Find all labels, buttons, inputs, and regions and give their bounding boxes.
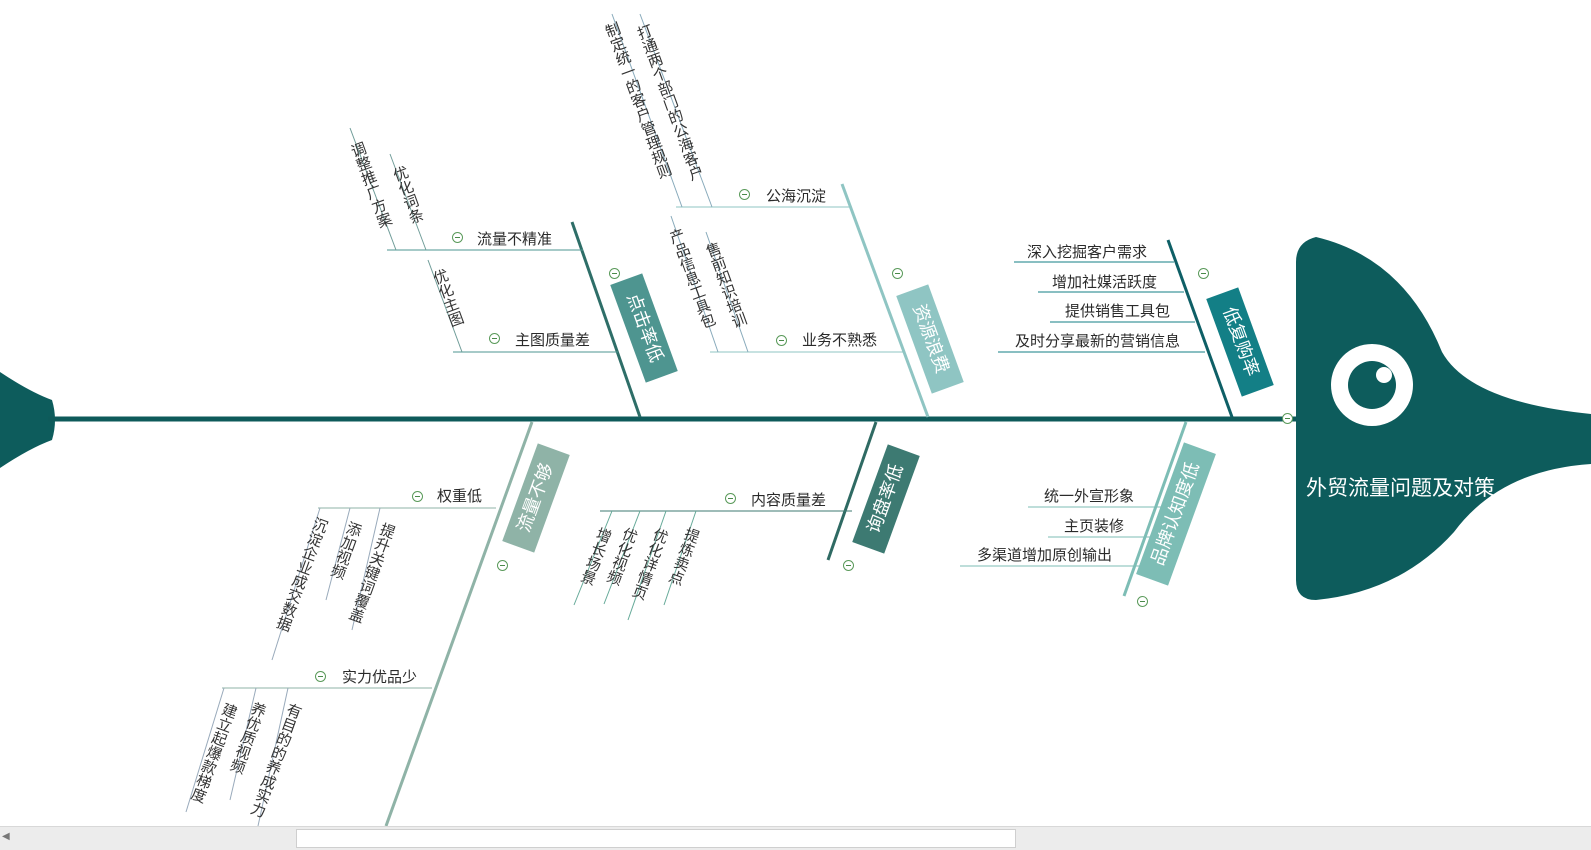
collapse-head-icon[interactable] bbox=[1282, 413, 1293, 424]
sub-label-traffic-2[interactable]: 实力优品少 bbox=[342, 668, 418, 686]
leaf-repurchase-2[interactable]: 增加社媒活跃度 bbox=[1052, 273, 1158, 291]
leaf-brand-3[interactable]: 多渠道增加原创输出 bbox=[977, 546, 1113, 564]
leaf-line-waste-2b bbox=[705, 231, 749, 353]
leaf-line-traffic-1c bbox=[351, 507, 381, 631]
sub-label-waste-1[interactable]: 公海沉淀 bbox=[766, 187, 827, 205]
arrow-left-icon[interactable]: ◀ bbox=[2, 831, 10, 842]
collapse-sub-clicks-2-icon[interactable] bbox=[489, 333, 500, 344]
collapse-branch-clicks-icon[interactable] bbox=[609, 268, 620, 279]
collapse-branch-waste-icon[interactable] bbox=[892, 268, 903, 279]
branch-line-clicks bbox=[570, 221, 642, 418]
leaf-line-traffic-2c bbox=[257, 687, 289, 827]
leaf-brand-2[interactable]: 主页装修 bbox=[1064, 517, 1125, 535]
leaf-line-traffic-2b bbox=[229, 687, 257, 801]
branch-line-brand bbox=[1122, 421, 1188, 597]
collapse-branch-traffic-icon[interactable] bbox=[497, 560, 508, 571]
leaf-line-clicks-1a bbox=[349, 127, 397, 251]
collapse-branch-brand-icon[interactable] bbox=[1137, 596, 1148, 607]
horizontal-scrollbar[interactable]: ◀ bbox=[0, 826, 1591, 850]
leaf-repurchase-3[interactable]: 提供销售工具包 bbox=[1065, 302, 1171, 320]
diagram-title[interactable]: 外贸流量问题及对策 bbox=[1306, 476, 1495, 500]
leaf-brand-1[interactable]: 统一外宣形象 bbox=[1044, 487, 1135, 505]
fish-tail bbox=[0, 372, 55, 468]
scrollbar-thumb[interactable] bbox=[296, 829, 1016, 848]
leaf-line-clicks-2a bbox=[427, 259, 463, 353]
branch-line-waste bbox=[840, 183, 930, 418]
collapse-sub-waste-1-icon[interactable] bbox=[739, 189, 750, 200]
collapse-sub-waste-2-icon[interactable] bbox=[776, 335, 787, 346]
sub-label-waste-2[interactable]: 业务不熟悉 bbox=[802, 331, 878, 349]
collapse-branch-repurchase-icon[interactable] bbox=[1198, 268, 1209, 279]
leaf-line-traffic-1a bbox=[271, 507, 321, 661]
leaf-line-waste-2a bbox=[670, 215, 719, 353]
sub-label-clicks-1[interactable]: 流量不精准 bbox=[477, 230, 553, 248]
leaf-line-inquiry-d bbox=[663, 510, 697, 606]
collapse-sub-clicks-1-icon[interactable] bbox=[452, 232, 463, 243]
leaf-line-traffic-2a bbox=[185, 687, 225, 813]
leaf-line-clicks-1b bbox=[389, 153, 427, 251]
leaf-repurchase-4[interactable]: 及时分享最新的营销信息 bbox=[1015, 332, 1181, 350]
leaf-repurchase-1[interactable]: 深入挖掘客户需求 bbox=[1027, 243, 1148, 261]
leaf-line-waste-1a bbox=[611, 13, 683, 208]
leaf-line-inquiry-c bbox=[627, 510, 667, 621]
eye-icon bbox=[1331, 344, 1413, 426]
branch-line-traffic bbox=[384, 421, 534, 827]
branch-line-repurchase bbox=[1166, 239, 1234, 418]
fish-head bbox=[1296, 237, 1591, 600]
collapse-sub-traffic-1-icon[interactable] bbox=[412, 491, 423, 502]
sub-label-traffic-1[interactable]: 权重低 bbox=[437, 487, 483, 505]
sub-label-clicks-2[interactable]: 主图质量差 bbox=[515, 331, 591, 349]
leaf-line-traffic-1b bbox=[325, 507, 351, 601]
leaf-line-inquiry-a bbox=[573, 510, 613, 606]
sub-label-inquiry-1[interactable]: 内容质量差 bbox=[751, 491, 827, 509]
branch-line-inquiry bbox=[826, 421, 878, 561]
collapse-sub-inquiry-1-icon[interactable] bbox=[725, 493, 736, 504]
leaf-line-inquiry-b bbox=[603, 510, 641, 605]
leaf-line-waste-1b bbox=[639, 13, 713, 208]
collapse-branch-inquiry-icon[interactable] bbox=[843, 560, 854, 571]
collapse-sub-traffic-2-icon[interactable] bbox=[315, 671, 326, 682]
